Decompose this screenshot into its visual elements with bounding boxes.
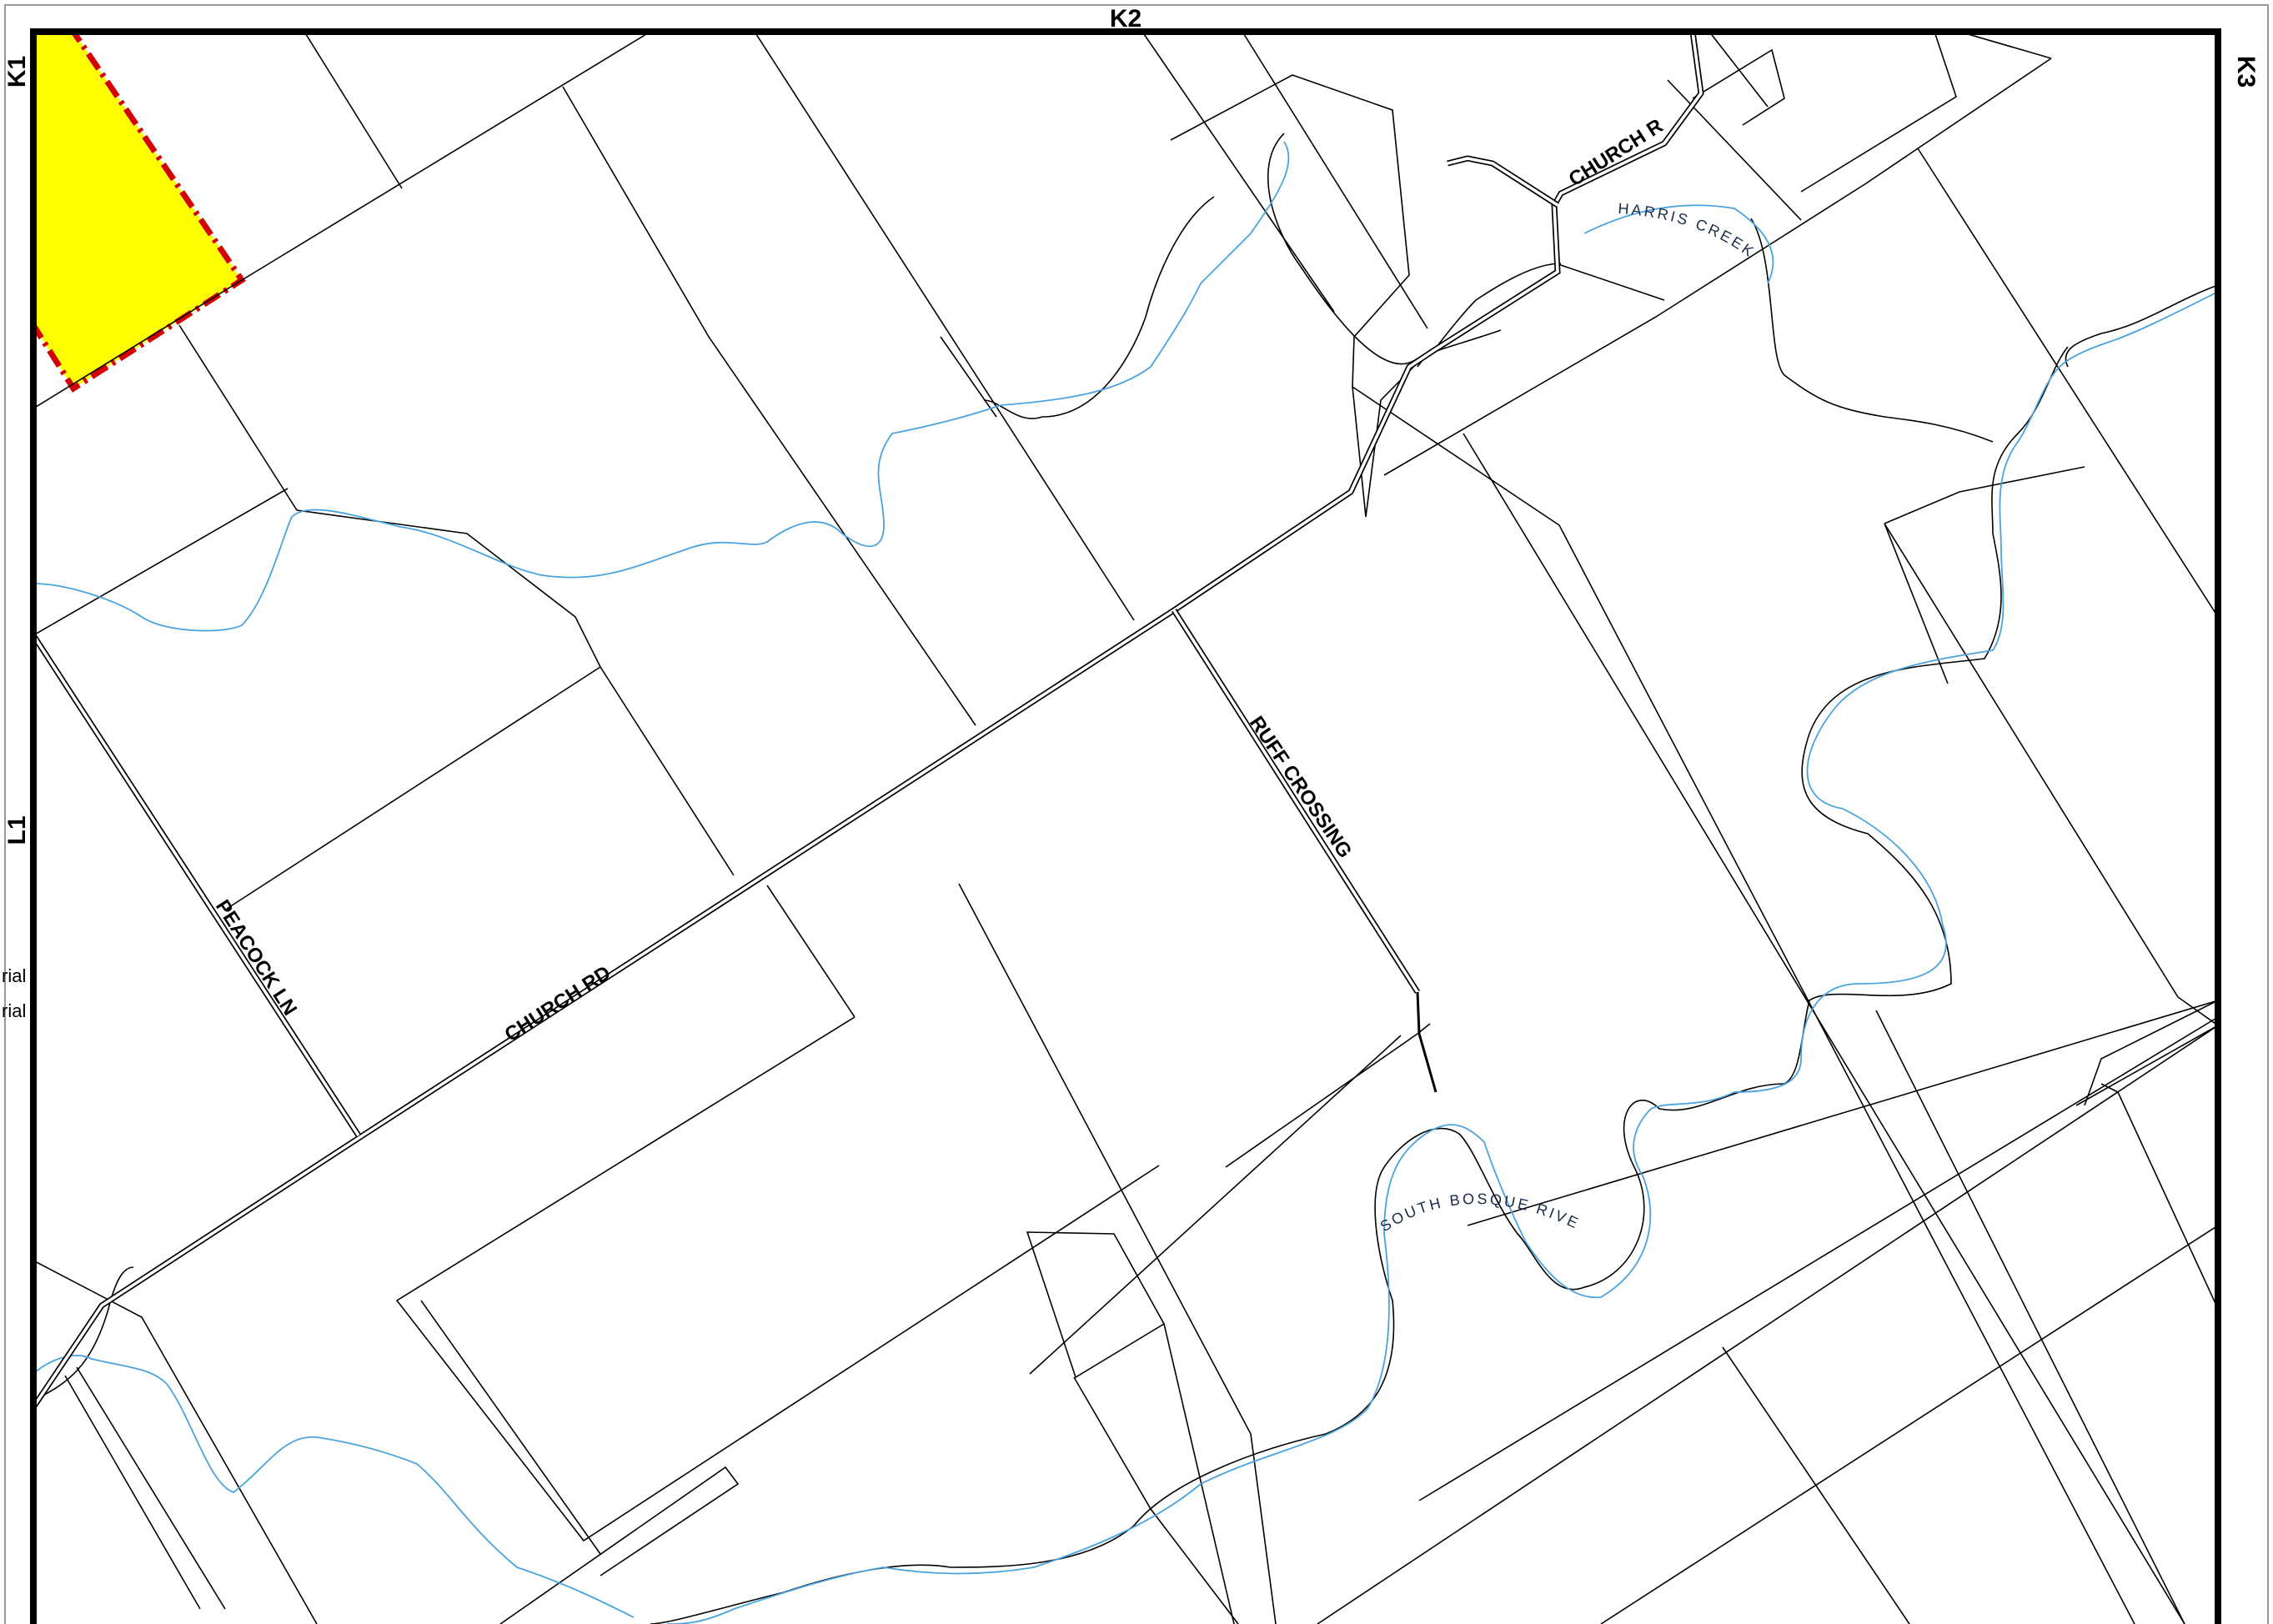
outer-frame: [4, 4, 2269, 1624]
stream-north: [1000, 141, 1290, 406]
grid-label-top-right: K3: [2232, 56, 2260, 88]
river-banks: [33, 133, 2218, 1624]
roads[interactable]: [33, 32, 1704, 1409]
label-harris-creek: HARRIS CREEK: [1618, 200, 1759, 261]
grid-label-top-left: K1: [3, 56, 31, 88]
streams: [33, 141, 2218, 1624]
road-labels: CHURCH RD CHURCH RD PEACOCK LN RUFF CROS…: [33, 32, 1667, 1046]
ruff-crossing-end: [1416, 991, 1438, 1093]
legend-fragment-1: rial: [2, 965, 26, 986]
harris-creek: [1583, 204, 1774, 284]
map-content: CHURCH RD CHURCH RD PEACOCK LN RUFF CROS…: [33, 32, 2218, 1624]
stream-west: [33, 404, 1001, 632]
label-peacock-ln: PEACOCK LN: [211, 896, 301, 1020]
label-ruff-crossing: RUFF CROSSING: [1245, 712, 1356, 862]
map-frame: [30, 28, 2221, 1624]
water-labels: HARRIS CREEK SOUTH BOSQUE RIVER: [33, 32, 1759, 1235]
grid-labels: K2 K1 K3 L1: [3, 5, 2260, 845]
legend-fragment-2: rial: [2, 1000, 26, 1021]
stream-southwest: [33, 1355, 635, 1618]
grid-label-left: L1: [3, 815, 31, 845]
grid-label-top: K2: [1110, 5, 1142, 33]
stream-east: [666, 291, 2218, 1624]
label-south-bosque-river: SOUTH BOSQUE RIVER: [33, 32, 1580, 1235]
highlighted-parcel[interactable]: [33, 32, 246, 393]
label-church-rd-lower: CHURCH RD: [501, 961, 615, 1046]
parcel-lines: [33, 32, 2218, 1624]
legend-fragments: rial rial: [2, 965, 26, 1021]
